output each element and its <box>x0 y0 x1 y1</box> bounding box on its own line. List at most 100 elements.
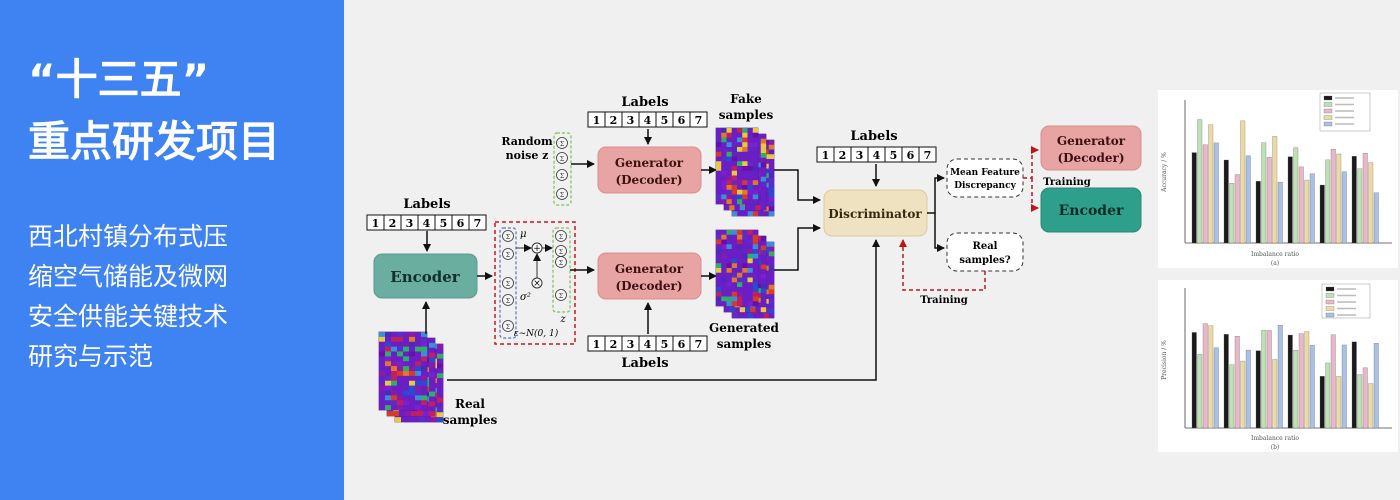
heatmap-cell <box>760 200 767 206</box>
chart-bar <box>1223 159 1229 244</box>
heatmap-cell <box>403 395 410 401</box>
heatmap-cell <box>726 156 732 162</box>
heatmap-cell <box>734 205 740 211</box>
project-title-line2: 重点研发项目 <box>28 117 281 166</box>
heatmap-cell <box>726 234 732 240</box>
heatmap-cell <box>737 156 743 162</box>
heatmap-cell <box>742 301 748 307</box>
heatmap-cell <box>755 205 761 211</box>
heatmap-cell <box>429 367 436 373</box>
heatmap-cell <box>731 180 738 186</box>
heatmap-cell <box>437 353 444 359</box>
heatmap-cell <box>737 287 743 292</box>
heatmap-cell <box>721 239 727 245</box>
heatmap-cell <box>726 199 732 205</box>
real-samples-heatmap <box>378 331 444 423</box>
heatmap-cell <box>747 151 753 157</box>
right-generator-label-line2: (Decoder) <box>1057 151 1124 165</box>
heatmap-cell <box>731 199 738 205</box>
heatmap-cell <box>716 249 722 254</box>
heatmap-cell <box>429 347 436 353</box>
real-samples-label-line2: samples <box>443 413 498 427</box>
heatmap-cell <box>429 401 436 407</box>
heatmap-cell <box>423 411 430 417</box>
latent-epsilon-label: ε∼N(0, 1) <box>514 328 559 339</box>
chart-bar <box>1255 350 1261 429</box>
heatmap-cell <box>760 148 767 154</box>
heatmap-cell <box>391 400 398 406</box>
heatmap-cell <box>403 385 410 391</box>
heatmap-cell <box>737 189 743 195</box>
heatmap-cell <box>752 301 759 307</box>
heatmap-cell <box>760 302 767 308</box>
heatmap-cell <box>716 244 722 250</box>
label-cell-value: 5 <box>661 338 669 351</box>
heatmap-cell <box>421 390 428 396</box>
heatmap-cell <box>768 163 775 169</box>
heatmap-cell <box>742 194 748 200</box>
heatmap-cell <box>429 352 436 358</box>
heatmap-cell <box>379 400 386 406</box>
heatmap-cell <box>752 296 759 302</box>
random-noise-column <box>553 132 572 206</box>
heatmap-cell <box>391 341 398 347</box>
heatmap-cell <box>409 361 416 367</box>
heatmap-cell <box>726 137 732 143</box>
heatmap-cell <box>391 385 398 391</box>
chart-bar <box>1272 136 1278 244</box>
chart-bar <box>1368 162 1374 244</box>
heatmap-cell <box>737 268 743 273</box>
heatmap-cell <box>747 249 753 254</box>
heatmap-cell <box>752 282 759 288</box>
top-chart-sublabel: (a) <box>1271 260 1279 267</box>
heatmap-cell <box>726 166 732 171</box>
heatmap-cell <box>752 234 759 240</box>
heatmap-cell <box>763 313 769 319</box>
label-cell-value: 5 <box>890 149 898 162</box>
heatmap-cell <box>737 147 743 152</box>
heatmap-cell <box>752 189 759 195</box>
heatmap-cell <box>742 211 748 217</box>
heatmap-cell <box>737 211 743 217</box>
heatmap-cell <box>737 194 743 200</box>
heatmap-cell <box>429 377 436 383</box>
heatmap-cell <box>747 282 753 288</box>
heatmap-cell <box>737 263 743 269</box>
arrow-fake-to-discriminator <box>774 169 821 204</box>
heatmap-cell <box>747 189 753 195</box>
network-node <box>556 152 568 164</box>
heatmap-cell <box>726 277 732 283</box>
subtitle-line: 缩空气储能及微网 <box>28 262 229 291</box>
heatmap-cell <box>742 161 748 167</box>
heatmap-cell <box>726 272 732 278</box>
bottom-chart-xlabel: Imbalance ratio <box>1251 435 1299 442</box>
heatmap-cell <box>421 371 428 377</box>
heatmap-cell <box>397 380 404 386</box>
heatmap-cell <box>752 230 759 235</box>
heatmap-cell <box>726 287 732 292</box>
heatmap-cell <box>721 282 727 288</box>
heatmap-cell <box>760 240 767 246</box>
heatmap-cell <box>737 151 743 157</box>
heatmap-cell <box>745 205 751 211</box>
label-cell-value: 7 <box>474 217 482 230</box>
heatmap-cell <box>721 277 727 283</box>
heatmap-cell <box>742 244 748 250</box>
heatmap-cell <box>421 400 428 406</box>
chart-bar <box>1309 173 1315 244</box>
network-node-symbol: Σ <box>560 192 564 199</box>
top-generator-label-line2: (Decoder) <box>615 173 682 187</box>
heatmap-cell <box>729 307 735 313</box>
heatmap-cell <box>421 361 428 367</box>
heatmap-cell <box>737 301 743 307</box>
heatmap-cell <box>437 383 444 389</box>
heatmap-cell <box>742 239 748 245</box>
heatmap-cell <box>716 291 722 297</box>
heatmap-cell <box>409 390 416 396</box>
heatmap-cell <box>768 211 775 217</box>
legend-swatch <box>1325 306 1335 311</box>
heatmap-cell <box>731 263 738 269</box>
heatmap-cell <box>742 277 748 283</box>
heatmap-cell <box>752 132 759 138</box>
arrow-generated-to-discriminator <box>774 224 821 271</box>
